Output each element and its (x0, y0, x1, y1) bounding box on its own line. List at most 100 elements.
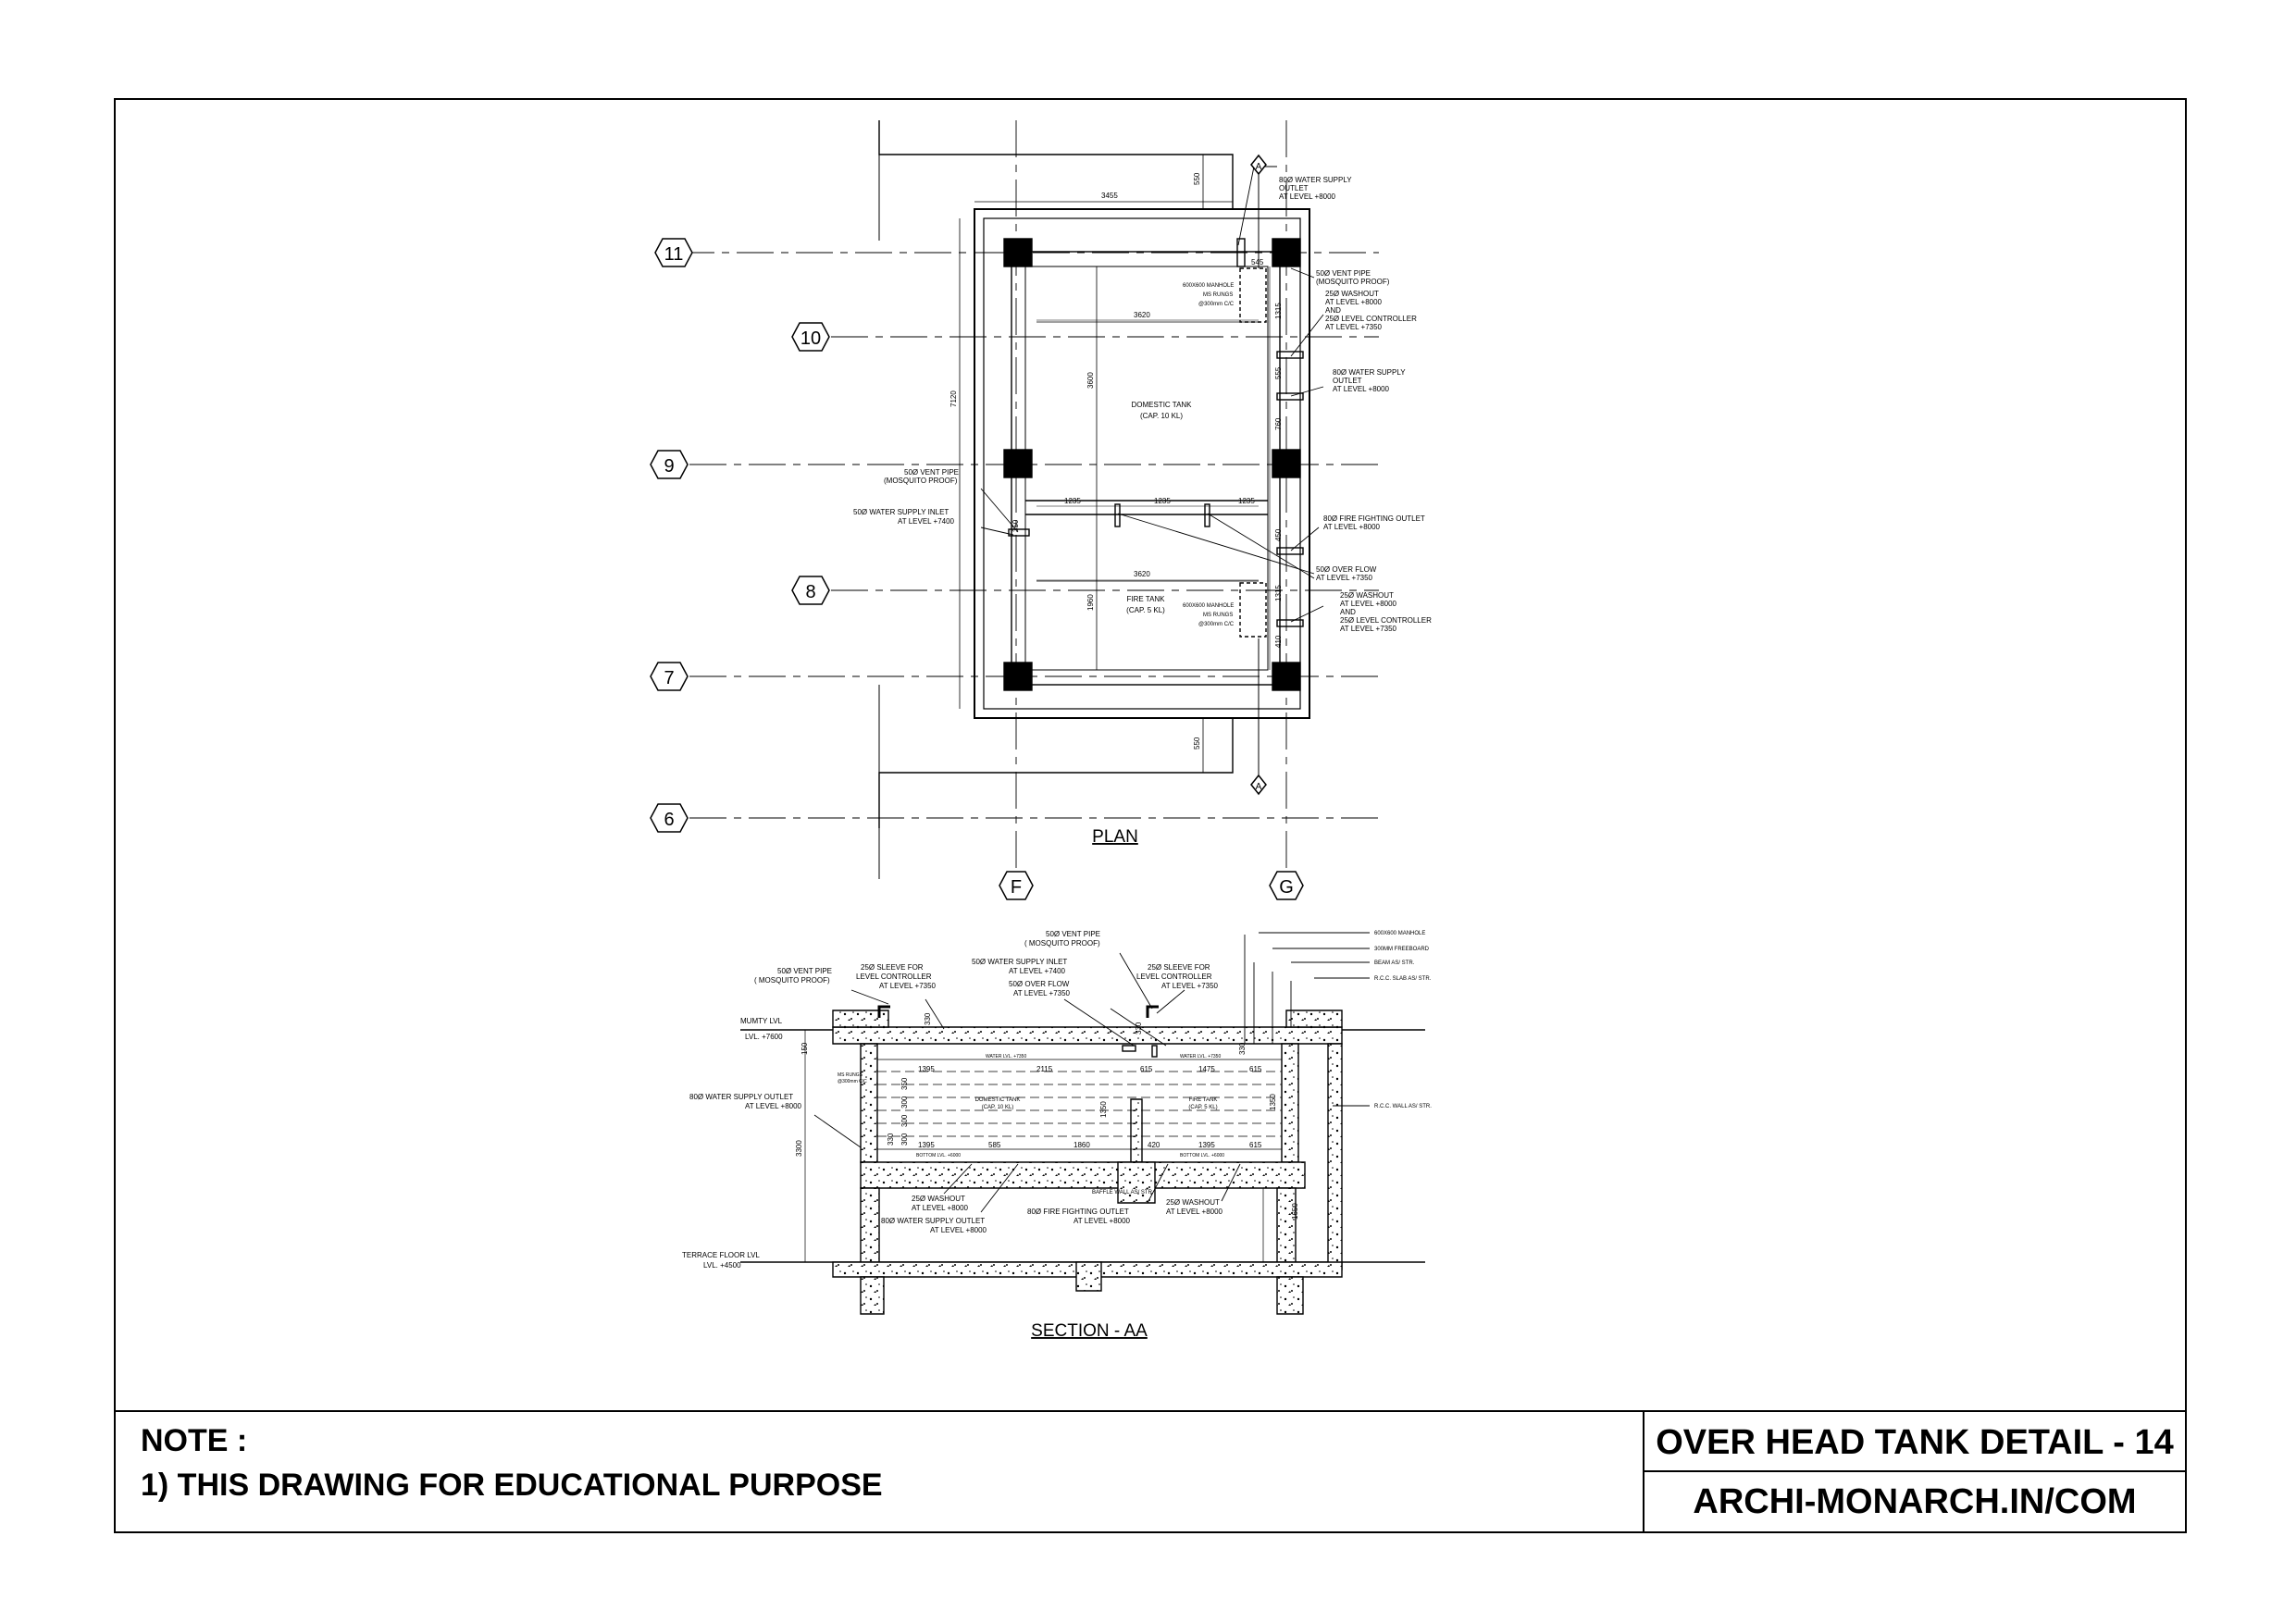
domestic-tank-label: DOMESTIC TANK (1131, 401, 1192, 409)
grid-label-7: 7 (664, 668, 674, 688)
callout-c2-2: (MOSQUITO PROOF) (1316, 278, 1390, 286)
dim-fire-height: 1960 (1086, 594, 1095, 611)
sec-mid-overflow-1: 50Ø OVER FLOW (1009, 980, 1070, 988)
sec-bot-baffle: BAFFLE WALL AS/ STR. (1092, 1190, 1154, 1196)
website-label: ARCHI-MONARCH.IN/COM (1693, 1482, 2137, 1521)
sec-left-outlet-2: AT LEVEL +8000 (745, 1102, 802, 1110)
sheet-border (114, 98, 2187, 1533)
grid-label-11: 11 (664, 244, 684, 265)
sec-right-4: R.C.C. SLAB AS/ STR. (1374, 976, 1432, 982)
sec-dim-v6: 1350 (1099, 1101, 1108, 1118)
callout-c1-3: AT LEVEL +8000 (1279, 192, 1336, 201)
sec-bot-fire-2: AT LEVEL +8000 (1074, 1217, 1131, 1225)
sec-dim-e5: 1395 (1198, 1141, 1215, 1149)
callout-c3-5: AT LEVEL +7350 (1325, 323, 1383, 331)
dim-r6: 1315 (1274, 585, 1283, 601)
sec-water-lvl-2: WATER LVL. +7350 (1180, 1054, 1221, 1059)
dim-r4: 760 (1274, 417, 1283, 430)
callout-c1-2: OUTLET (1279, 184, 1309, 192)
grid-label-8: 8 (805, 582, 815, 602)
grid-label-9: 9 (664, 456, 674, 477)
mumty-lvl-1: MUMTY LVL (740, 1017, 783, 1025)
sec-water-lvl-1: WATER LVL. +7350 (986, 1054, 1026, 1059)
callout-c1-1: 80Ø WATER SUPPLY (1279, 176, 1352, 184)
sec-right-1: 600X600 MANHOLE (1374, 931, 1425, 936)
callout-c2-1: 50Ø VENT PIPE (1316, 269, 1371, 278)
callout-c3-3: AND (1325, 306, 1341, 315)
dim-span-c: 1235 (1238, 497, 1255, 505)
dim-span-a: 1235 (1064, 497, 1081, 505)
sec-dim-h2: 150 (800, 1042, 809, 1055)
sec-bottom-lvl-1: BOTTOM LVL. +6000 (916, 1153, 961, 1158)
sec-left-sleeve-2: LEVEL CONTROLLER (856, 973, 932, 981)
callout-c6-1: 50Ø WATER SUPPLY INLET (853, 508, 949, 516)
callout-c3-1: 25Ø WASHOUT (1325, 290, 1379, 298)
grid-label-f: F (1011, 877, 1022, 898)
sec-bot-washout1-2: AT LEVEL +8000 (912, 1204, 969, 1212)
callout-c4-1: 80Ø WATER SUPPLY (1333, 368, 1406, 377)
sec-left-sleeve-1: 25Ø SLEEVE FOR (861, 963, 924, 972)
callout-c8-2: AT LEVEL +7350 (1316, 574, 1373, 582)
callout-c9-5: AT LEVEL +7350 (1340, 625, 1397, 633)
dim-bottom-offset: 550 (1193, 737, 1201, 750)
sec-mid-vent-1: 50Ø VENT PIPE (1046, 930, 1100, 938)
plan-text: PLAN 3455 550 550 7120 3620 3620 3600 19… (853, 172, 1432, 847)
callout-c5-2: (MOSQUITO PROOF) (884, 477, 958, 485)
dim-top-offset: 550 (1193, 172, 1201, 185)
sec-dim-d3: 615 (1140, 1065, 1153, 1073)
dim-domestic-height: 3600 (1086, 372, 1095, 389)
terrace-lvl-1: TERRACE FLOOR LVL (682, 1251, 760, 1259)
manhole-top-3: @300mm C/C (1198, 302, 1235, 307)
callout-c4-3: AT LEVEL +8000 (1333, 385, 1390, 393)
dim-r1: 545 (1251, 258, 1264, 266)
dim-r5: 450 (1274, 528, 1283, 541)
sec-left-sleeve-3: AT LEVEL +7350 (879, 982, 937, 990)
sec-fire-1: FIRE TANK (1189, 1097, 1218, 1103)
fire-tank-cap: (CAP. 5 KL) (1126, 606, 1165, 614)
grid-label-6: 6 (664, 810, 674, 830)
sec-mid-overflow-2: AT LEVEL +7350 (1013, 989, 1071, 997)
dim-overall-height: 7120 (949, 390, 958, 407)
dim-domestic-width: 3620 (1134, 311, 1150, 319)
sec-dim-v2: 300 (900, 1096, 909, 1109)
section-title: SECTION - AA (1031, 1321, 1148, 1341)
dim-inlet: 350 (1011, 519, 1020, 532)
domestic-tank-cap: (CAP. 10 KL) (1140, 412, 1183, 420)
sec-dim-v7: 1350 (1269, 1094, 1277, 1110)
plan-grid-bubbles (650, 154, 1304, 900)
dim-top-width: 3455 (1101, 192, 1118, 200)
callout-c7-1: 80Ø FIRE FIGHTING OUTLET (1323, 514, 1425, 523)
manhole-bot-3: @300mm C/C (1198, 622, 1235, 627)
sec-dim-d5: 615 (1249, 1065, 1262, 1073)
sec-dim-h6: 330 (1135, 1022, 1143, 1035)
dim-r7: 410 (1274, 635, 1283, 648)
callout-c5-1: 50Ø VENT PIPE (904, 468, 959, 477)
section-marker-bottom: A (1256, 782, 1262, 792)
sec-mid-vent-2: ( MOSQUITO PROOF) (1024, 939, 1100, 948)
sec-right-3: BEAM AS/ STR. (1374, 960, 1415, 966)
sec-dim-h4: 1650 (1291, 1203, 1299, 1220)
sec-dim-h1: 330 (924, 1012, 932, 1025)
callout-c9-3: AND (1340, 608, 1356, 616)
manhole-top-1: 600X600 MANHOLE (1183, 283, 1234, 289)
sec-dim-v3: 300 (900, 1114, 909, 1127)
sec-rungs-1: MS RUNGS (838, 1072, 863, 1078)
callout-c3-4: 25Ø LEVEL CONTROLLER (1325, 315, 1417, 323)
mumty-lvl-2: LVL. +7600 (745, 1033, 783, 1041)
sec-right-2: 300MM FREEBOARD (1374, 947, 1430, 952)
sec-bot-washout2-2: AT LEVEL +8000 (1166, 1208, 1223, 1216)
sec-fire-2: (CAP. 5 KL) (1188, 1105, 1217, 1110)
sec-mid-sleeve-2: LEVEL CONTROLLER (1136, 973, 1212, 981)
drawing-title: OVER HEAD TANK DETAIL - 14 (1656, 1423, 2174, 1462)
sec-left-outlet-1: 80Ø WATER SUPPLY OUTLET (689, 1093, 793, 1101)
plan-view (677, 120, 1379, 879)
grid-label-g: G (1279, 877, 1294, 898)
sec-mid-inlet-2: AT LEVEL +7400 (1009, 967, 1066, 975)
sec-bot-washout2-1: 25Ø WASHOUT (1166, 1198, 1220, 1207)
plan-title: PLAN (1092, 827, 1138, 847)
sec-rungs-2: @300mm C/C (838, 1079, 867, 1084)
sec-mid-sleeve-1: 25Ø SLEEVE FOR (1148, 963, 1210, 972)
sec-bot-supply-1: 80Ø WATER SUPPLY OUTLET (881, 1217, 985, 1225)
sec-domestic-1: DOMESTIC TANK (975, 1097, 1021, 1103)
